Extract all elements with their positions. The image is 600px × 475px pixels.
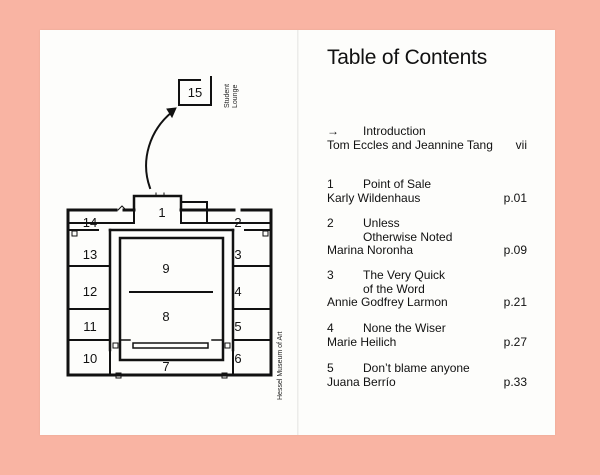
entry-title: None the Wiser [363, 321, 446, 335]
room-4-label: 4 [234, 284, 242, 299]
entry-number: 3 [327, 268, 334, 282]
booklet-spread: 15 Student Lounge Hessel Museum of Art 1… [40, 30, 555, 435]
room-8-label: 8 [162, 309, 170, 324]
entry-page: p.01 [503, 190, 527, 205]
floor-plan-page: 15 Student Lounge Hessel Museum of Art 1… [40, 30, 298, 435]
entry-title: Point of Sale [363, 177, 432, 191]
toc-entry-4[interactable]: 4 None the Wiser Marie Heilich p.27 [327, 321, 527, 349]
room-10-label: 10 [82, 351, 98, 366]
toc-entry-1[interactable]: 1 Point of Sale Karly Wildenhaus p.01 [327, 177, 527, 205]
center-fold [297, 30, 299, 435]
student-lounge-label-line1: Student [224, 83, 231, 108]
museum-label: Hessel Museum of Art [277, 331, 284, 400]
room-15-label: 15 [187, 85, 203, 100]
page-title: Table of Contents [327, 46, 488, 69]
room-12-label: 12 [82, 284, 98, 299]
entry-number: 4 [327, 321, 334, 335]
entry-number: 2 [327, 216, 334, 230]
toc-entry-5[interactable]: 5 Don’t blame anyone Juana Berrío p.33 [327, 361, 527, 389]
entry-author: Marina Noronha [327, 243, 414, 257]
room-7-label: 7 [162, 359, 170, 374]
entry-author: Annie Godfrey Larmon [327, 295, 448, 309]
toc-entry-3[interactable]: 3 The Very Quick of the Word Annie Godfr… [327, 268, 527, 310]
entry-title: Introduction [363, 124, 426, 138]
entry-number: 1 [327, 177, 334, 191]
entry-page: p.33 [503, 374, 527, 389]
student-lounge-label-line2: Lounge [232, 84, 239, 108]
room-2-label: 2 [234, 215, 242, 230]
room-3-label: 3 [234, 247, 242, 262]
entry-page: p.27 [503, 334, 527, 349]
toc-entry-introduction[interactable]: → Introduction Tom Eccles and Jeannine T… [327, 124, 527, 152]
entry-author: Karly Wildenhaus [327, 190, 421, 205]
table-of-contents-page: Table of Contents → Introduction Tom Ecc… [299, 30, 555, 435]
entry-page: p.21 [503, 295, 527, 309]
room-11-label: 11 [83, 319, 97, 334]
room-14-label: 14 [82, 215, 98, 230]
room-1-label: 1 [158, 205, 166, 220]
entry-title: Unless [363, 216, 400, 230]
entry-title-line2: of the Word [363, 281, 425, 296]
entry-number: → [327, 124, 339, 138]
entry-title: Don’t blame anyone [363, 361, 470, 375]
entry-number: 5 [327, 361, 334, 375]
room-13-label: 13 [82, 247, 98, 262]
floor-plan-drawing [66, 76, 273, 379]
toc-entry-2[interactable]: 2 Unless Otherwise Noted Marina Noronha … [327, 216, 527, 258]
entry-page: vii [515, 137, 527, 152]
entry-author: Marie Heilich [327, 334, 397, 349]
entry-page: p.09 [503, 243, 527, 257]
entry-author: Juana Berrío [327, 374, 396, 389]
entry-title-line2: Otherwise Noted [363, 229, 453, 244]
entry-title: The Very Quick [363, 268, 446, 282]
room-5-label: 5 [234, 319, 242, 334]
room-9-label: 9 [162, 261, 170, 276]
room-6-label: 6 [234, 351, 242, 366]
entry-author: Tom Eccles and Jeannine Tang [327, 137, 493, 152]
